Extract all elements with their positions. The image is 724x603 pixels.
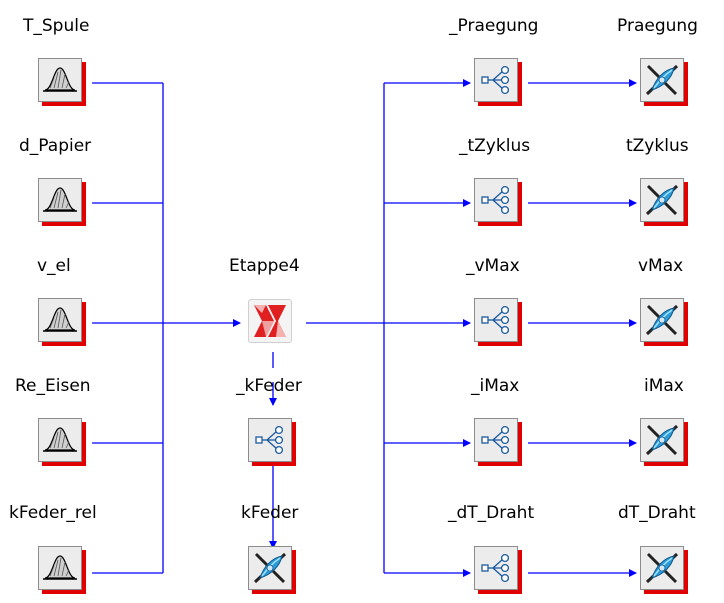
split-node-tzyklus[interactable] — [474, 178, 522, 226]
output-node-dt-draht[interactable] — [640, 546, 688, 594]
result-probe-icon — [253, 552, 287, 584]
output-label-imax: iMax — [644, 376, 684, 396]
internal-output-node[interactable] — [248, 546, 296, 594]
result-probe-icon — [645, 424, 679, 456]
internal-split-label: _kFeder — [236, 376, 302, 396]
result-probe-icon — [645, 184, 679, 216]
split-label-dt-draht: _dT_Draht — [448, 503, 535, 523]
hub-label: Etappe4 — [229, 256, 300, 276]
input-label-t-spule: T_Spule — [23, 16, 90, 36]
split-node-dt-draht[interactable] — [474, 546, 522, 594]
result-probe-icon — [645, 64, 679, 96]
split-label-imax: _iMax — [471, 376, 520, 396]
input-label-d-papier: d_Papier — [19, 136, 92, 156]
output-node-vmax[interactable] — [640, 298, 688, 346]
model-block-icon — [254, 305, 286, 337]
result-probe-icon — [645, 552, 679, 584]
result-probe-icon — [645, 304, 679, 336]
input-label-re-eisen: Re_Eisen — [15, 376, 91, 396]
input-node-d-papier[interactable] — [38, 178, 86, 226]
output-label-dt-draht: dT_Draht — [618, 503, 696, 523]
network-split-icon — [481, 65, 510, 95]
distribution-icon — [43, 67, 77, 92]
output-node-tzyklus[interactable] — [640, 178, 688, 226]
network-split-icon — [481, 185, 510, 215]
split-label-vmax: _vMax — [466, 256, 520, 276]
network-split-icon — [481, 553, 510, 583]
input-node-v-el[interactable] — [38, 298, 86, 346]
distribution-icon — [43, 187, 77, 212]
input-node-kfeder-rel[interactable] — [38, 546, 86, 594]
split-label-tzyklus: _tZyklus — [459, 136, 531, 156]
internal-split-node[interactable] — [248, 418, 296, 466]
distribution-icon — [43, 307, 77, 332]
input-node-t-spule[interactable] — [38, 58, 86, 106]
split-node-vmax[interactable] — [474, 298, 522, 346]
input-label-kfeder-rel: kFeder_rel — [9, 503, 97, 523]
input-node-re-eisen[interactable] — [38, 418, 86, 466]
output-label-praegung: Praegung — [617, 16, 698, 36]
split-node-praegung[interactable] — [474, 58, 522, 106]
network-split-icon — [481, 305, 510, 335]
network-split-icon — [255, 425, 284, 455]
hub-node-etappe4[interactable] — [248, 299, 296, 347]
distribution-icon — [43, 427, 77, 452]
distribution-icon — [43, 555, 77, 580]
output-label-vmax: vMax — [638, 256, 684, 276]
output-label-tzyklus: tZyklus — [626, 136, 689, 156]
network-split-icon — [481, 425, 510, 455]
split-label-praegung: _Praegung — [449, 16, 539, 36]
output-node-imax[interactable] — [640, 418, 688, 466]
input-label-v-el: v_el — [37, 256, 71, 276]
split-node-imax[interactable] — [474, 418, 522, 466]
output-node-praegung[interactable] — [640, 58, 688, 106]
internal-output-label: kFeder — [241, 503, 299, 523]
